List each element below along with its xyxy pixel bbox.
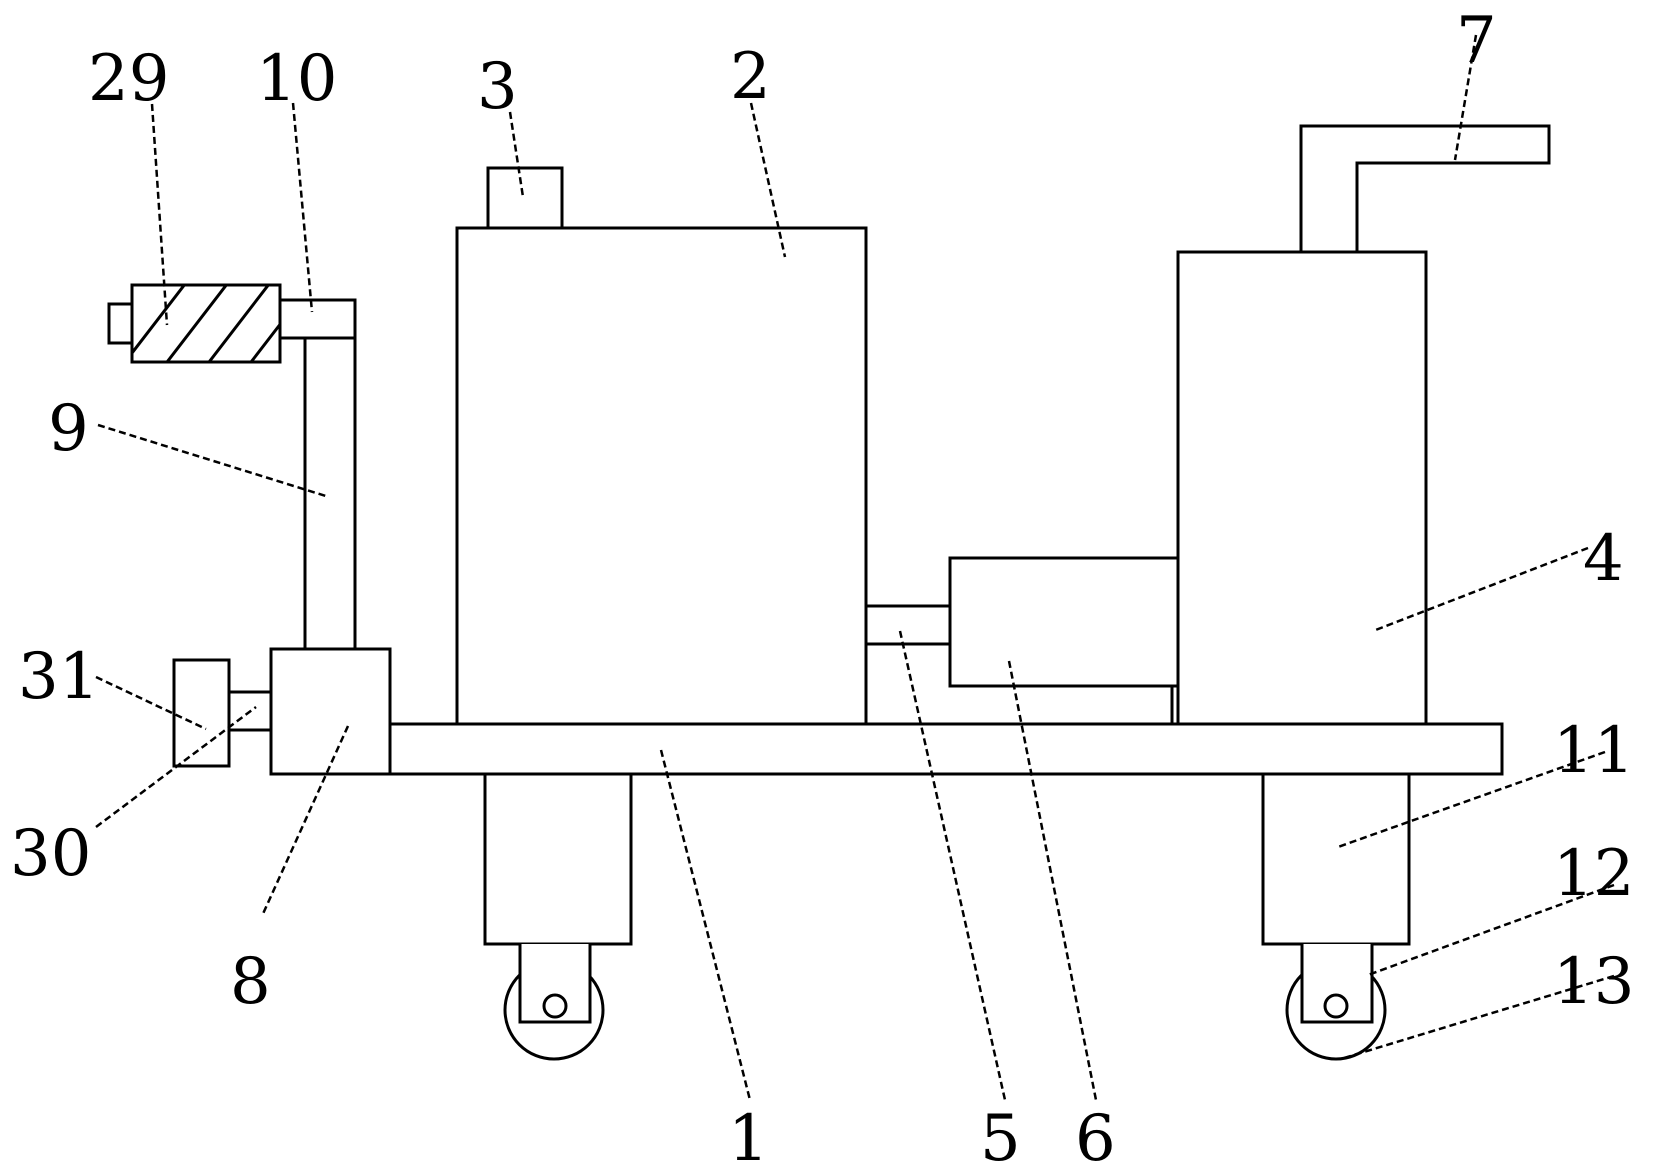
right-wheel-axle	[1323, 993, 1349, 1019]
label-5: 5	[980, 1102, 1021, 1168]
label-12: 12	[1553, 837, 1634, 911]
leader-10	[291, 102, 314, 313]
part-3-top-fitting	[486, 166, 564, 231]
part-12-right-wheel-fork	[1300, 944, 1374, 1024]
part-4-right-tank	[1176, 250, 1428, 726]
part-11-right-leg	[1261, 772, 1411, 946]
leader-8	[260, 725, 350, 917]
label-9: 9	[48, 392, 89, 466]
leader-29	[150, 103, 169, 326]
part-31-side-block	[172, 658, 231, 768]
leader-30	[95, 706, 257, 828]
leader-11	[1337, 750, 1606, 849]
left-leg	[483, 772, 633, 946]
label-30: 30	[10, 817, 91, 891]
label-1: 1	[728, 1102, 769, 1168]
part-6-pump-box	[948, 556, 1180, 688]
label-8: 8	[230, 945, 271, 1019]
part-2-main-tank	[455, 226, 868, 726]
leader-13	[1343, 974, 1615, 1060]
part-8-side-box	[269, 647, 392, 776]
leader-2	[749, 102, 787, 258]
part-1-base-plate	[388, 722, 1504, 776]
left-wheel-axle	[542, 993, 568, 1019]
label-3: 3	[477, 50, 518, 124]
label-7: 7	[1456, 4, 1497, 78]
part-5-connecting-pipe	[864, 604, 952, 646]
left-wheel-fork	[518, 944, 592, 1024]
label-13: 13	[1553, 945, 1634, 1019]
leader-1	[659, 749, 752, 1101]
label-6: 6	[1075, 1102, 1116, 1168]
leader-3	[508, 111, 525, 198]
label-31: 31	[18, 640, 99, 714]
leader-9	[97, 423, 330, 499]
part-10-horizontal-pipe	[278, 298, 357, 340]
leader-31	[95, 675, 207, 731]
leader-7	[1453, 34, 1478, 161]
label-29: 29	[88, 42, 169, 116]
label-4: 4	[1583, 522, 1624, 596]
leader-4	[1372, 546, 1589, 633]
label-2: 2	[730, 40, 771, 114]
part-9-vertical-pipe	[303, 336, 357, 651]
label-10: 10	[256, 42, 337, 116]
part-7-outlet-pipe	[1299, 124, 1551, 255]
leader-5	[898, 630, 1007, 1101]
part-29-hatching	[132, 285, 280, 362]
leader-6	[1007, 660, 1098, 1101]
part-29-tip	[107, 302, 134, 345]
label-11: 11	[1553, 714, 1634, 788]
